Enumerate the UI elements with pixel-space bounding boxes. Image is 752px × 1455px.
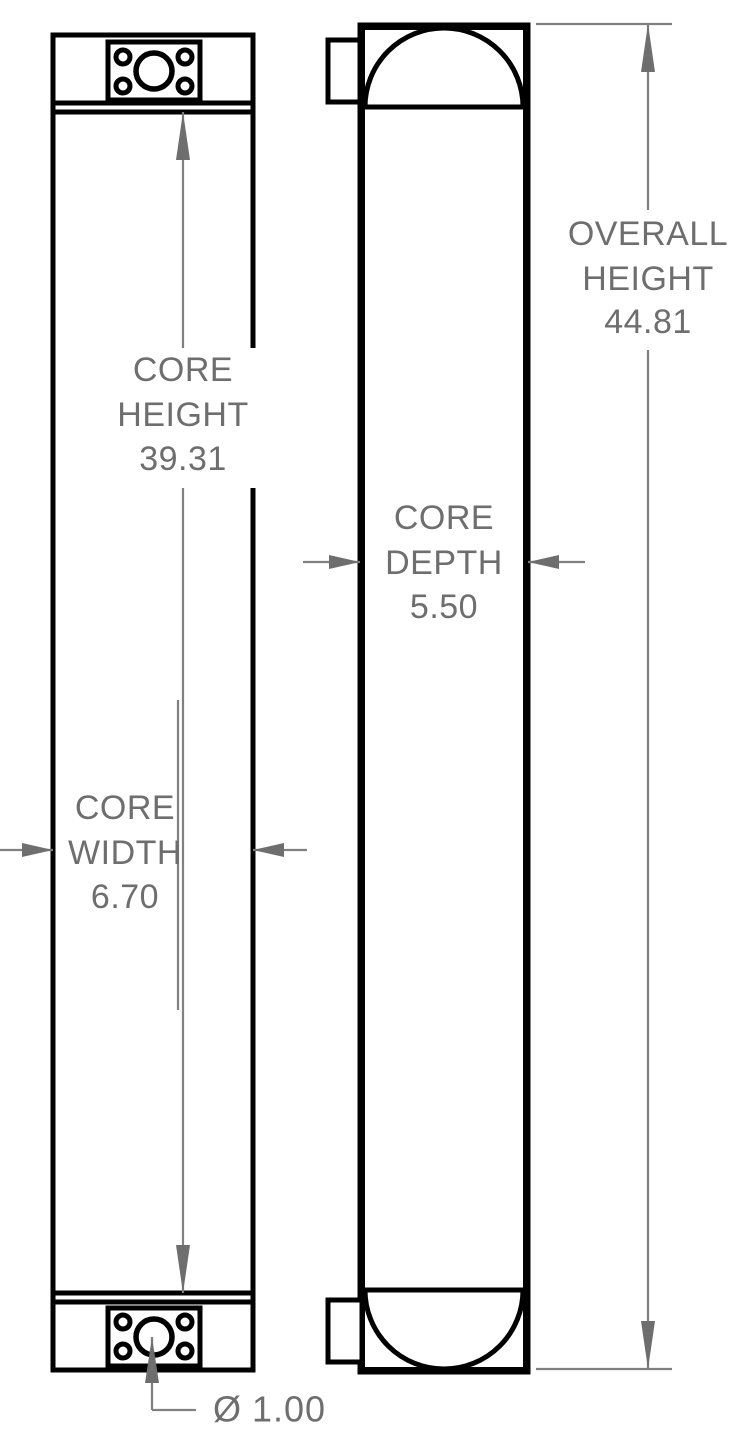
core-height-arrow-top [176, 112, 190, 160]
core-depth-label-line2: DEPTH [385, 544, 503, 582]
core-height-text-backdrop [105, 348, 261, 488]
core-depth-text-backdrop [374, 496, 514, 636]
core-depth-arrow-left [329, 555, 360, 569]
bottom-flange-bolt-hole-tr [175, 1312, 195, 1332]
overall-height-label-line1: OVERALL [568, 215, 728, 253]
side-top-tank [357, 22, 531, 110]
front-core-body [50, 109, 256, 1296]
core-width-label-line1: CORE [75, 789, 175, 827]
front-elevation-view [50, 32, 256, 1373]
core-width-text-backdrop [58, 786, 176, 924]
core-width-arrow-right [253, 843, 284, 857]
top-port-flange [105, 39, 203, 103]
top-flange-bolt-hole-br [175, 76, 195, 96]
callout-port-diameter: Ø 1.00 [145, 1337, 326, 1430]
core-height-value: 39.31 [139, 440, 227, 478]
port-diameter-arrow [145, 1337, 159, 1383]
side-bottom-tank [357, 1287, 531, 1375]
bottom-flange-bolt-hole-br [175, 1341, 195, 1361]
bottom-flange-bolt-hole-bl [113, 1341, 133, 1361]
core-width-label-line2: WIDTH [68, 834, 182, 872]
core-depth-arrow-right [528, 555, 559, 569]
port-diameter-value: 1.00 [252, 1389, 326, 1430]
overall-height-value: 44.81 [604, 303, 692, 341]
dimension-core-depth: CORE DEPTH 5.50 [303, 496, 585, 636]
side-bottom-outlet-neck [325, 1297, 365, 1365]
core-height-arrow-bottom [176, 1245, 190, 1293]
core-height-label-line1: CORE [133, 351, 233, 389]
top-flange-bolt-hole-tr [175, 47, 195, 67]
top-flange-bolt-hole-tl [113, 47, 133, 67]
bottom-flange-center-port [133, 1316, 175, 1358]
core-width-value: 6.70 [91, 878, 159, 916]
overall-height-arrow-top [641, 24, 655, 72]
overall-height-arrow-bottom [641, 1321, 655, 1369]
overall-height-label-line2: HEIGHT [582, 260, 713, 298]
top-flange-center-port [133, 50, 175, 92]
dimension-core-height: CORE HEIGHT 39.31 [105, 112, 261, 1293]
bottom-flange-bolt-hole-tl [113, 1312, 133, 1332]
core-depth-label-line1: CORE [394, 499, 494, 537]
side-core-body [357, 104, 531, 1293]
dimension-overall-height: OVERALL HEIGHT 44.81 [536, 22, 743, 1371]
side-top-inlet-neck [325, 37, 365, 105]
core-height-label-line2: HEIGHT [117, 396, 248, 434]
side-elevation-view [325, 22, 531, 1375]
overall-height-text-backdrop [553, 210, 743, 350]
core-width-arrow-left [22, 843, 53, 857]
core-depth-value: 5.50 [410, 588, 478, 626]
dimension-core-width: CORE WIDTH 6.70 [0, 700, 307, 1010]
top-flange-bolt-hole-bl [113, 76, 133, 96]
port-diameter-symbol: Ø [213, 1389, 242, 1430]
